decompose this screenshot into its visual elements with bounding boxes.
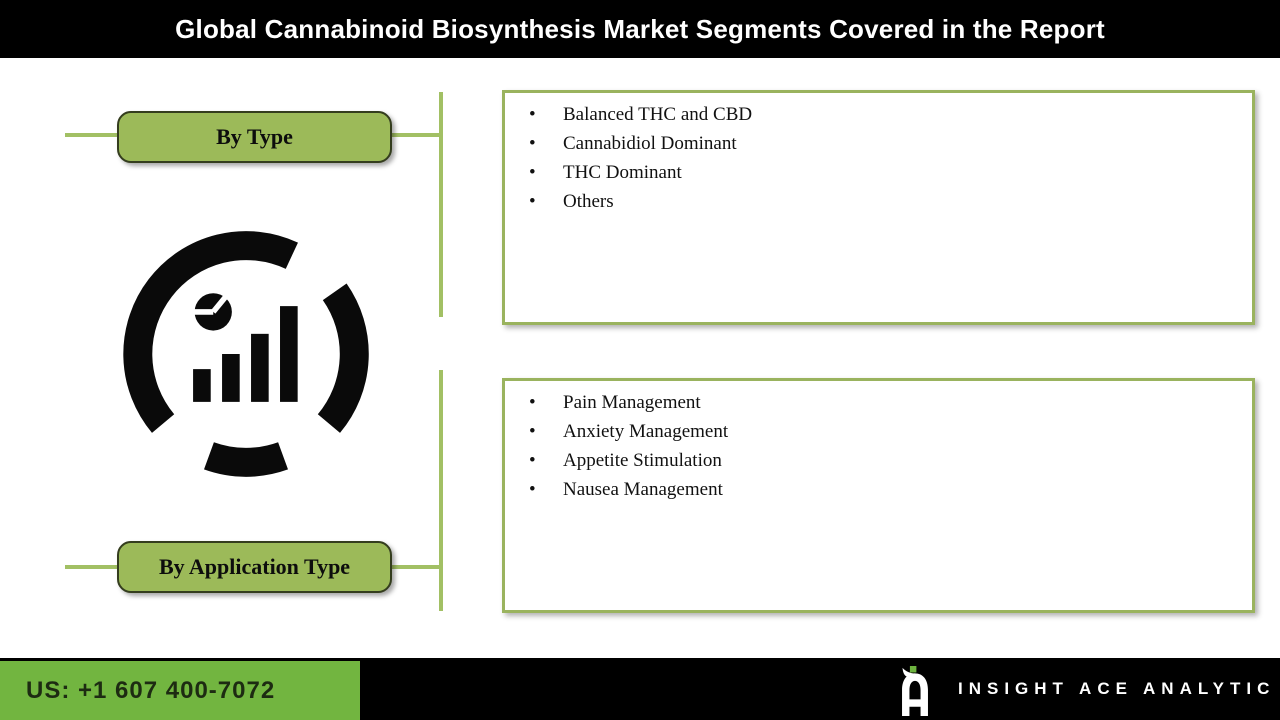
list-item: THC Dominant (527, 158, 1252, 187)
list-item: Others (527, 187, 1252, 216)
connector-line (65, 565, 117, 569)
segment-label-by-type: By Type (117, 111, 392, 163)
list-item: Nausea Management (527, 475, 1252, 504)
ring-arc (317, 283, 369, 433)
by-type-item-list: Balanced THC and CBDCannabidiol Dominant… (527, 100, 1252, 216)
connector-line (65, 133, 117, 137)
connector-line (439, 370, 443, 611)
connector-line (391, 133, 441, 137)
by-type-items-box: Balanced THC and CBDCannabidiol Dominant… (502, 90, 1255, 325)
list-item: Balanced THC and CBD (527, 100, 1252, 129)
market-analytics-icon (120, 228, 372, 480)
phone-number: US: +1 607 400-7072 (26, 676, 276, 704)
list-item: Cannabidiol Dominant (527, 129, 1252, 158)
ring-arc (204, 442, 288, 477)
footer-contact-block: US: +1 607 400-7072 (0, 661, 360, 720)
brand-block: INSIGHT ACE ANALYTIC (898, 658, 1275, 720)
brand-name: INSIGHT ACE ANALYTIC (958, 679, 1276, 698)
insight-ace-logo-icon (902, 666, 928, 716)
by-application-item-list: Pain ManagementAnxiety ManagementAppetit… (527, 388, 1252, 504)
connector-line (392, 565, 441, 569)
by-application-items-box: Pain ManagementAnxiety ManagementAppetit… (502, 378, 1255, 613)
header-bar: Global Cannabinoid Biosynthesis Market S… (0, 0, 1280, 58)
bar-chart-glyph (193, 306, 298, 402)
list-item: Anxiety Management (527, 417, 1252, 446)
list-item: Pain Management (527, 388, 1252, 417)
segment-label-by-application-type: By Application Type (117, 541, 392, 593)
ring-arc (123, 231, 298, 433)
connector-line (439, 92, 443, 317)
list-item: Appetite Stimulation (527, 446, 1252, 475)
pie-chart-glyph (192, 293, 232, 331)
page-title: Global Cannabinoid Biosynthesis Market S… (175, 13, 1105, 44)
